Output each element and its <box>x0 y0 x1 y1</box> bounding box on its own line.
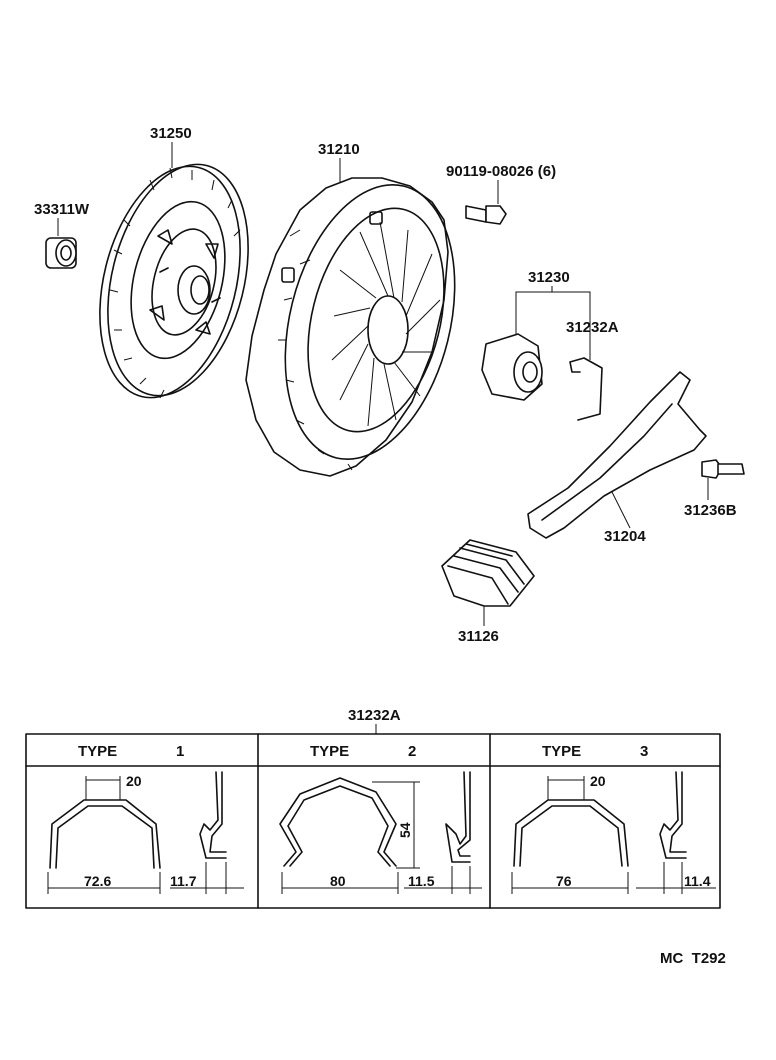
type1-number: 1 <box>176 743 184 760</box>
bolt-90119 <box>465 180 507 225</box>
pilot-bearing-33311w <box>45 218 77 269</box>
clip-31232a <box>569 357 603 421</box>
pivot-bolt-31236b <box>701 459 745 500</box>
type2-dim-width: 80 <box>330 873 346 889</box>
label-31232a: 31232A <box>566 319 619 336</box>
label-31236b: 31236B <box>684 502 737 519</box>
type3-number: 3 <box>640 743 648 760</box>
type1-dim-width: 72.6 <box>84 873 111 889</box>
release-fork-31204 <box>527 371 707 539</box>
type3-dim-top: 20 <box>590 773 606 789</box>
footer-code: MC T292 <box>660 950 726 967</box>
type1-dim-top: 20 <box>126 773 142 789</box>
label-90119: 90119-08026 (6) <box>446 163 556 180</box>
boot-31126 <box>441 539 535 626</box>
type2-clip-drawing <box>279 771 471 867</box>
type2-dim-height: 54 <box>397 822 413 838</box>
table-title-31232a: 31232A <box>348 707 401 724</box>
type2-label: TYPE <box>310 743 349 760</box>
type3-label: TYPE <box>542 743 581 760</box>
type1-dim-side: 11.7 <box>170 873 197 889</box>
label-31250: 31250 <box>150 125 192 142</box>
label-31210: 31210 <box>318 141 360 158</box>
type2-number: 2 <box>408 743 416 760</box>
type-table-frame <box>25 733 721 909</box>
clutch-disc-31250 <box>99 142 249 399</box>
type1-dimensions <box>47 776 244 894</box>
label-31204: 31204 <box>604 528 646 545</box>
type3-dim-width: 76 <box>556 873 572 889</box>
label-33311w: 33311W <box>34 201 90 218</box>
type3-dim-side: 11.4 <box>684 873 711 889</box>
type1-clip-drawing <box>49 771 227 869</box>
type1-label: TYPE <box>78 743 117 760</box>
type3-clip-drawing <box>513 771 687 867</box>
type2-dim-side: 11.5 <box>408 873 435 889</box>
type2-dimensions <box>281 781 482 894</box>
clutch-cover-31210 <box>245 158 456 477</box>
release-bearing-31230 <box>481 286 591 401</box>
label-31126: 31126 <box>458 628 499 645</box>
type3-dimensions <box>511 776 716 894</box>
label-31230: 31230 <box>528 269 570 286</box>
